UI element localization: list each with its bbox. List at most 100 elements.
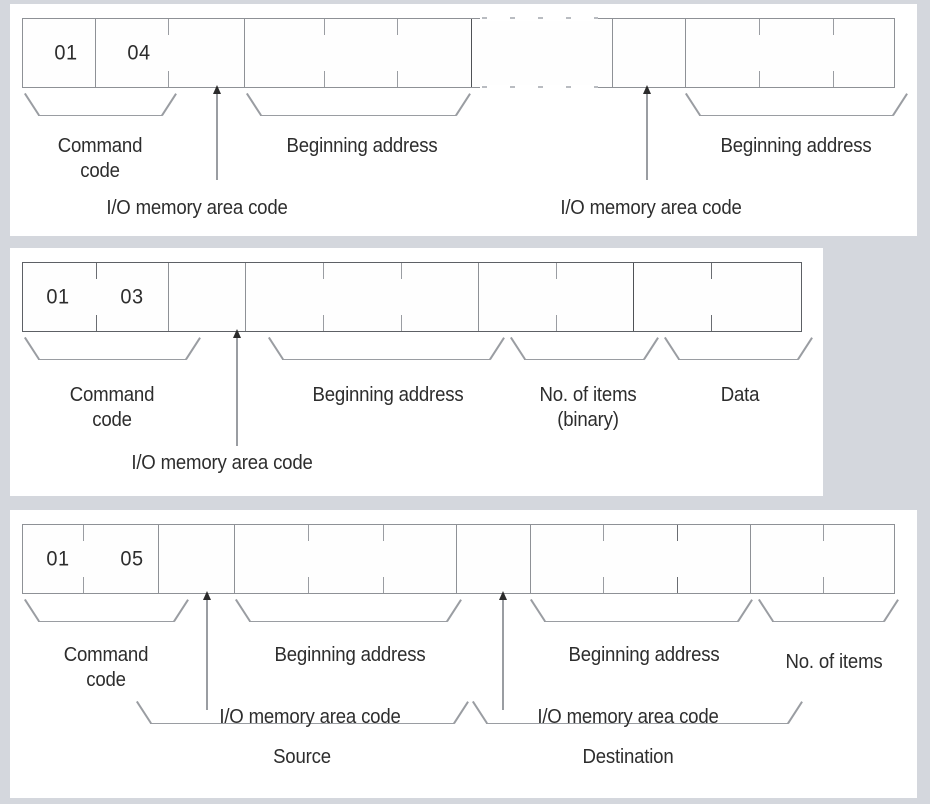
command-code-byte1: 01 <box>46 547 70 571</box>
label-no-of-items-line1: No. of items <box>539 384 637 406</box>
tick <box>383 525 384 541</box>
label-command-code-line2: code <box>92 409 132 431</box>
brace-source <box>136 701 468 724</box>
label-command-code-line2: code <box>86 669 126 691</box>
tick <box>823 577 824 593</box>
divider <box>158 525 159 593</box>
brace-command-code <box>24 337 200 360</box>
divider <box>244 19 245 87</box>
tick <box>833 19 834 35</box>
label-io-memory-area-code-2: I/O memory area code <box>537 706 719 728</box>
tick <box>324 71 325 87</box>
tick <box>823 525 824 541</box>
command-code-byte2: 03 <box>120 285 144 309</box>
command-code-byte2: 04 <box>127 41 151 65</box>
tick <box>833 71 834 87</box>
divider <box>633 263 634 331</box>
brace-beginning-address-1 <box>246 93 470 116</box>
brace-beginning-address <box>268 337 504 360</box>
brace-beginning-address-2 <box>685 93 907 116</box>
tick <box>324 19 325 35</box>
tick <box>603 577 604 593</box>
tick <box>83 577 84 593</box>
tick <box>556 315 557 331</box>
pointer-io-memory-area-code-2 <box>643 85 651 180</box>
label-beginning-address-2: Beginning address <box>568 644 720 666</box>
label-data: Data <box>720 384 760 406</box>
label-command-code-line2: code <box>80 160 120 182</box>
brace-beginning-address-1 <box>235 599 461 622</box>
label-no-of-items: No. of items <box>785 651 883 673</box>
tick <box>603 525 604 541</box>
frame-box-3 <box>22 524 895 594</box>
panel-memory-area-write: 01 03 Command code Beginning address No.… <box>10 248 823 496</box>
frame-box-1 <box>22 18 895 88</box>
tick <box>556 263 557 279</box>
pointer-io-memory-area-code-2 <box>499 591 507 710</box>
tick <box>677 577 678 593</box>
command-code-byte1: 01 <box>46 285 70 309</box>
label-source: Source <box>273 746 331 768</box>
continuation-break-dots <box>482 17 598 19</box>
label-command-code-line1: Command <box>69 384 155 406</box>
label-no-of-items-line2: (binary) <box>557 409 619 431</box>
tick <box>383 577 384 593</box>
divider <box>750 525 751 593</box>
label-beginning-address: Beginning address <box>312 384 464 406</box>
tick <box>711 315 712 331</box>
tick <box>308 577 309 593</box>
label-io-memory-area-code: I/O memory area code <box>131 452 313 474</box>
tick <box>677 525 678 541</box>
label-beginning-address-1: Beginning address <box>274 644 426 666</box>
pointer-io-memory-area-code <box>233 329 241 446</box>
divider <box>478 263 479 331</box>
divider <box>245 263 246 331</box>
tick <box>168 71 169 87</box>
divider <box>471 19 472 87</box>
continuation-break-dots <box>482 86 598 88</box>
panel-memory-area-transfer: 01 05 Command code Beginning address Beg… <box>10 510 917 798</box>
label-beginning-address-1: Beginning address <box>286 135 438 157</box>
divider <box>530 525 531 593</box>
brace-command-code <box>24 599 188 622</box>
tick <box>759 19 760 35</box>
divider <box>456 525 457 593</box>
label-command-code-line1: Command <box>57 135 143 157</box>
brace-destination <box>472 701 802 724</box>
label-destination: Destination <box>582 746 674 768</box>
panel-memory-area-read: 01 04 Command code Beginning address Beg… <box>10 4 917 236</box>
tick <box>83 525 84 541</box>
label-beginning-address-2: Beginning address <box>720 135 872 157</box>
tick <box>323 315 324 331</box>
tick <box>323 263 324 279</box>
label-io-memory-area-code-2: I/O memory area code <box>560 197 742 219</box>
tick <box>401 263 402 279</box>
brace-data <box>664 337 812 360</box>
frame-box-2 <box>22 262 802 332</box>
tick <box>397 71 398 87</box>
command-code-byte2: 05 <box>120 547 144 571</box>
tick <box>308 525 309 541</box>
tick <box>96 315 97 331</box>
pointer-io-memory-area-code-1 <box>213 85 221 180</box>
brace-no-of-items <box>758 599 898 622</box>
command-code-byte1: 01 <box>54 41 78 65</box>
pointer-io-memory-area-code-1 <box>203 591 211 710</box>
divider <box>234 525 235 593</box>
tick <box>397 19 398 35</box>
divider <box>95 19 96 87</box>
tick <box>96 263 97 279</box>
brace-beginning-address-2 <box>530 599 752 622</box>
label-io-memory-area-code-1: I/O memory area code <box>106 197 288 219</box>
tick <box>759 71 760 87</box>
brace-no-of-items <box>510 337 658 360</box>
divider <box>685 19 686 87</box>
divider <box>612 19 613 87</box>
brace-command-code <box>24 93 176 116</box>
tick <box>401 315 402 331</box>
label-command-code-line1: Command <box>63 644 149 666</box>
divider <box>168 263 169 331</box>
tick <box>168 19 169 35</box>
label-io-memory-area-code-1: I/O memory area code <box>219 706 401 728</box>
tick <box>711 263 712 279</box>
